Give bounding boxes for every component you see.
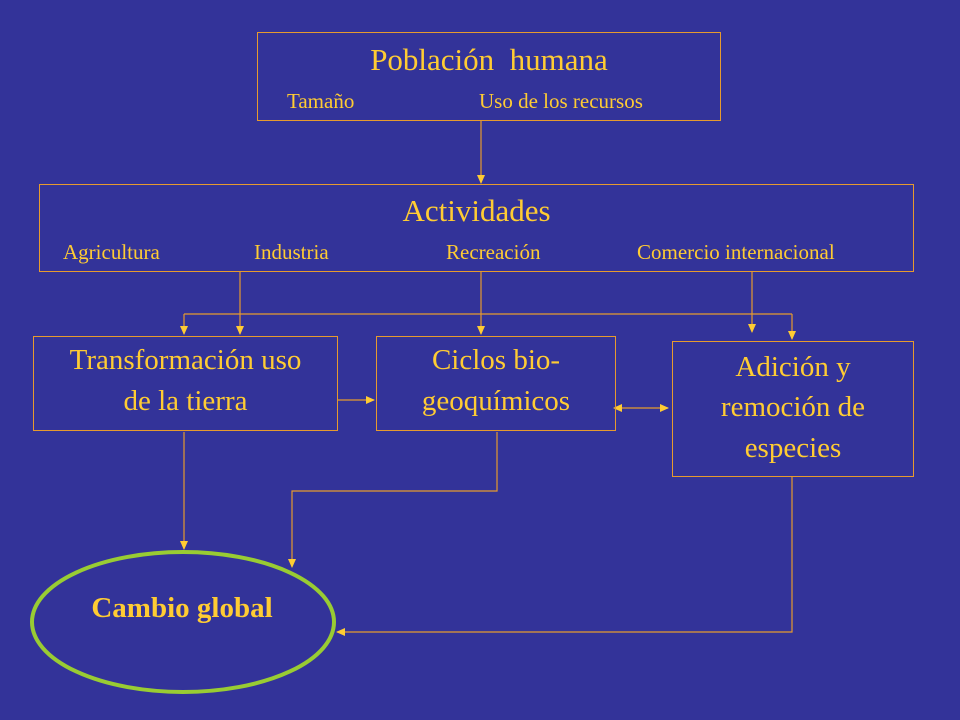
poblacion-item-tamano: Tamaño [287,89,355,113]
arrow-ciclos-cambio [288,432,498,568]
actividades-item-comercio: Comercio internacional [637,240,835,264]
adicion-box [672,341,914,477]
transformacion-line-1: Transformación uso [69,344,302,376]
ciclos-line-2: geoquímicos [421,385,571,417]
adicion-line-2: remoción de [720,391,866,423]
ciclos-line-1: Ciclos bio- [431,344,561,376]
ciclos-box [376,336,616,431]
transformacion-line-2: de la tierra [123,385,248,417]
adicion-line-1: Adición y [735,351,851,383]
cambio-global-label: Cambio global [91,592,273,624]
poblacion-box [257,32,721,121]
actividades-box [39,184,914,272]
actividades-item-industria: Industria [254,240,329,264]
transformacion-box [33,336,338,431]
adicion-line-3: especies [744,432,842,464]
arrow-adicion-cambio [336,477,793,636]
actividades-item-recreacion: Recreación [446,240,541,264]
cambio-global-ellipse [30,550,336,694]
poblacion-title: Población humana [370,42,608,77]
actividades-title: Actividades [402,193,551,228]
actividades-item-agricultura: Agricultura [63,240,160,264]
poblacion-item-uso: Uso de los recursos [479,89,643,113]
